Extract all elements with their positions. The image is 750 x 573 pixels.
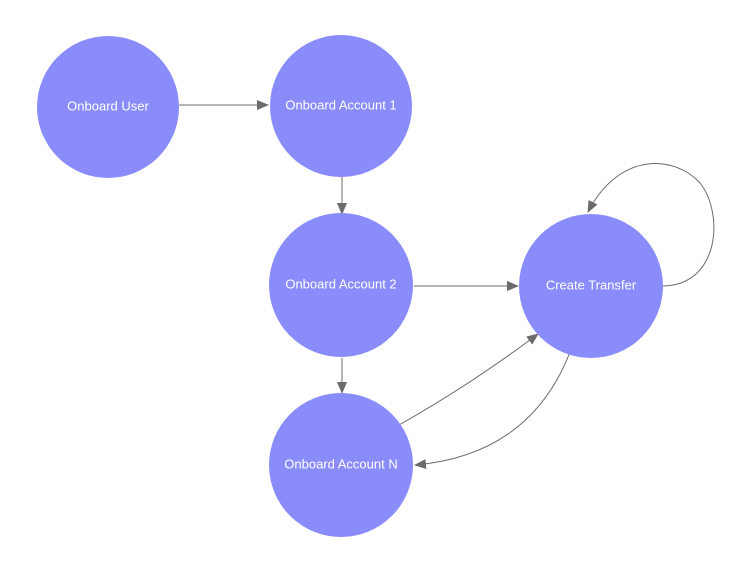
node-onboard-account-n-label: Onboard Account N [284,456,397,471]
node-onboard-account-2[interactable]: Onboard Account 2 [269,213,413,357]
node-onboard-account-2-label: Onboard Account 2 [285,276,396,291]
edge-account-n-to-create-transfer [398,333,539,426]
node-onboard-account-1[interactable]: Onboard Account 1 [270,35,412,177]
node-onboard-user-label: Onboard User [67,98,149,113]
node-onboard-account-1-circle [270,35,412,177]
node-onboard-account-n-circle [269,393,413,537]
node-onboard-account-n[interactable]: Onboard Account N [269,393,413,537]
node-onboard-user-circle [37,36,179,178]
edge-create-transfer-to-account-n [414,351,571,470]
node-onboard-user[interactable]: Onboard User [37,36,179,178]
node-onboard-account-2-circle [269,213,413,357]
node-onboard-account-1-label: Onboard Account 1 [285,97,396,112]
node-create-transfer[interactable]: Create Transfer [519,214,663,358]
node-create-transfer-label: Create Transfer [546,277,637,292]
edge-create-transfer-self-loop [587,163,715,287]
node-create-transfer-circle [519,214,663,358]
